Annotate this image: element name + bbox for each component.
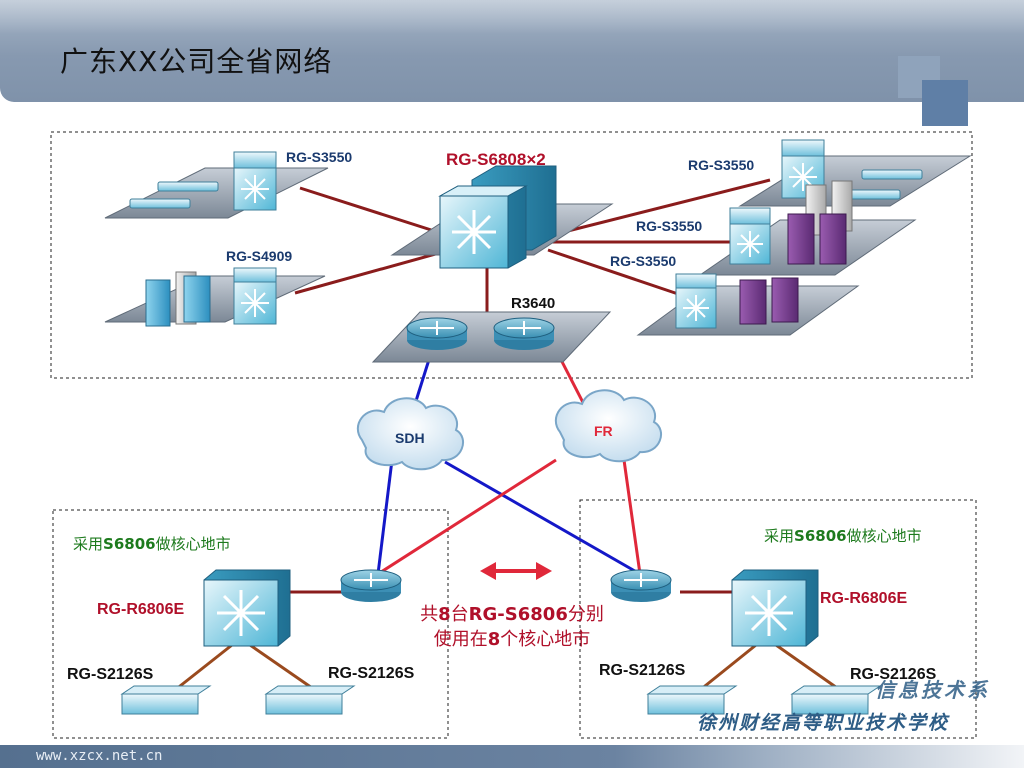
slide-title: 广东XX公司全省网络: [60, 45, 333, 78]
router-icon: [493, 317, 555, 350]
left-access-label-2: RG-S2126S: [328, 665, 415, 682]
hq-left-top-label: RG-S3550: [286, 149, 352, 165]
router-icon: [406, 317, 468, 350]
access-switch-icon: [233, 267, 277, 325]
access-switch-icon: [646, 685, 738, 715]
platform-left-bottom: [104, 271, 326, 327]
access-switch-icon: [729, 207, 771, 265]
access-switch-icon: [675, 273, 717, 329]
hq-left-bottom-label: RG-S4909: [226, 248, 292, 264]
right-core-label: RG-R6806E: [820, 590, 907, 607]
access-switch-icon: [790, 685, 882, 715]
access-links: [174, 643, 841, 692]
router-label: R3640: [511, 295, 555, 312]
platform-right-bottom: [636, 277, 860, 336]
hq-right-label-2: RG-S3550: [636, 218, 702, 234]
left-core-label: RG-R6806E: [97, 601, 184, 618]
access-switch-icon: [120, 685, 212, 715]
labels: RG-S3550 RG-S4909 RG-S6808×2 R3640 RG-S3…: [67, 149, 937, 683]
watermark-line-1: 信息技术系: [875, 678, 990, 702]
router-icon: [340, 569, 402, 602]
core-switch-icon: [731, 569, 819, 647]
hq-right-label-3: RG-S3550: [610, 253, 676, 269]
left-access-label-1: RG-S2126S: [67, 666, 154, 683]
fr-cloud-icon: [554, 389, 662, 463]
slide-header: [0, 0, 1024, 102]
right-access-label-2: RG-S2126S: [850, 666, 937, 683]
access-switch-icon: [233, 151, 277, 211]
sdh-label: SDH: [395, 430, 425, 446]
platform-left-top: [104, 167, 329, 219]
left-region-caption: 采用S6806做核心地市: [73, 535, 231, 553]
decorative-squares: [898, 56, 968, 126]
note-line-2: 使用在8个核心地市: [434, 629, 591, 650]
right-region-caption: 采用S6806做核心地市: [764, 527, 922, 545]
right-access-label-1: RG-S2126S: [599, 662, 686, 679]
double-arrow-icon: [480, 562, 552, 580]
right-region-box: [579, 499, 977, 739]
core-switch-icon: [438, 165, 557, 269]
hq-links: [294, 178, 771, 316]
hq-region-box: [50, 131, 973, 379]
hq-right-label-1: RG-S3550: [688, 157, 754, 173]
fr-label: FR: [594, 423, 613, 439]
router-icon: [610, 569, 672, 602]
access-switch-icon: [264, 685, 356, 715]
hq-core-label: RG-S6808×2: [446, 150, 546, 169]
platform-right-top: [738, 155, 972, 207]
footer-url: www.xzcx.net.cn: [36, 748, 163, 764]
slide-footer: www.xzcx.net.cn: [0, 745, 1024, 768]
note-line-1: 共8台RG-S6806分别: [420, 604, 604, 625]
header-gloss: [0, 0, 1024, 34]
core-switch-icon: [203, 569, 291, 647]
sdh-cloud-icon: [356, 397, 464, 471]
watermark-line-2: 徐州财经高等职业技术学校: [697, 712, 950, 734]
